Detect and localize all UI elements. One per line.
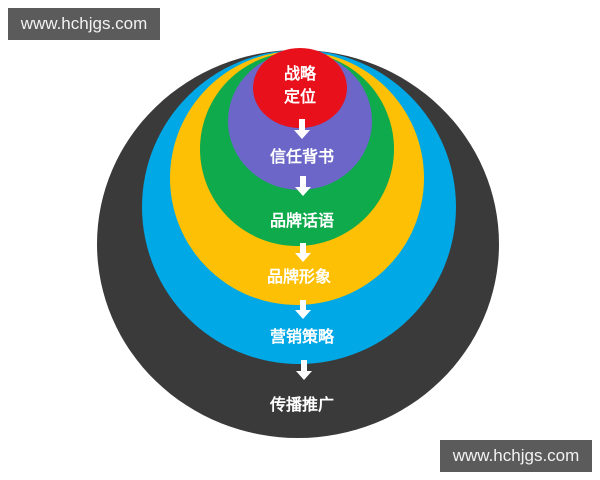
arrow-down-icon	[295, 243, 311, 262]
arrow-down-icon	[296, 360, 312, 380]
label-brand-image: 品牌形象	[267, 267, 331, 286]
label-trust-endorsement: 信任背书	[270, 147, 334, 166]
label-strategic-positioning-line1: 战略	[284, 64, 317, 83]
label-communication-promotion: 传播推广	[269, 395, 334, 414]
label-brand-discourse: 品牌话语	[270, 211, 334, 230]
arrow-down-icon	[294, 119, 310, 139]
watermark-top: www.hchjgs.com	[8, 8, 160, 40]
arrow-down-icon	[295, 176, 311, 196]
layer-red-circle	[253, 48, 347, 128]
label-strategic-positioning-line2: 定位	[283, 87, 316, 106]
watermark-bottom: www.hchjgs.com	[440, 440, 592, 472]
label-marketing-strategy: 营销策略	[270, 327, 335, 346]
arrow-down-icon	[295, 300, 311, 319]
